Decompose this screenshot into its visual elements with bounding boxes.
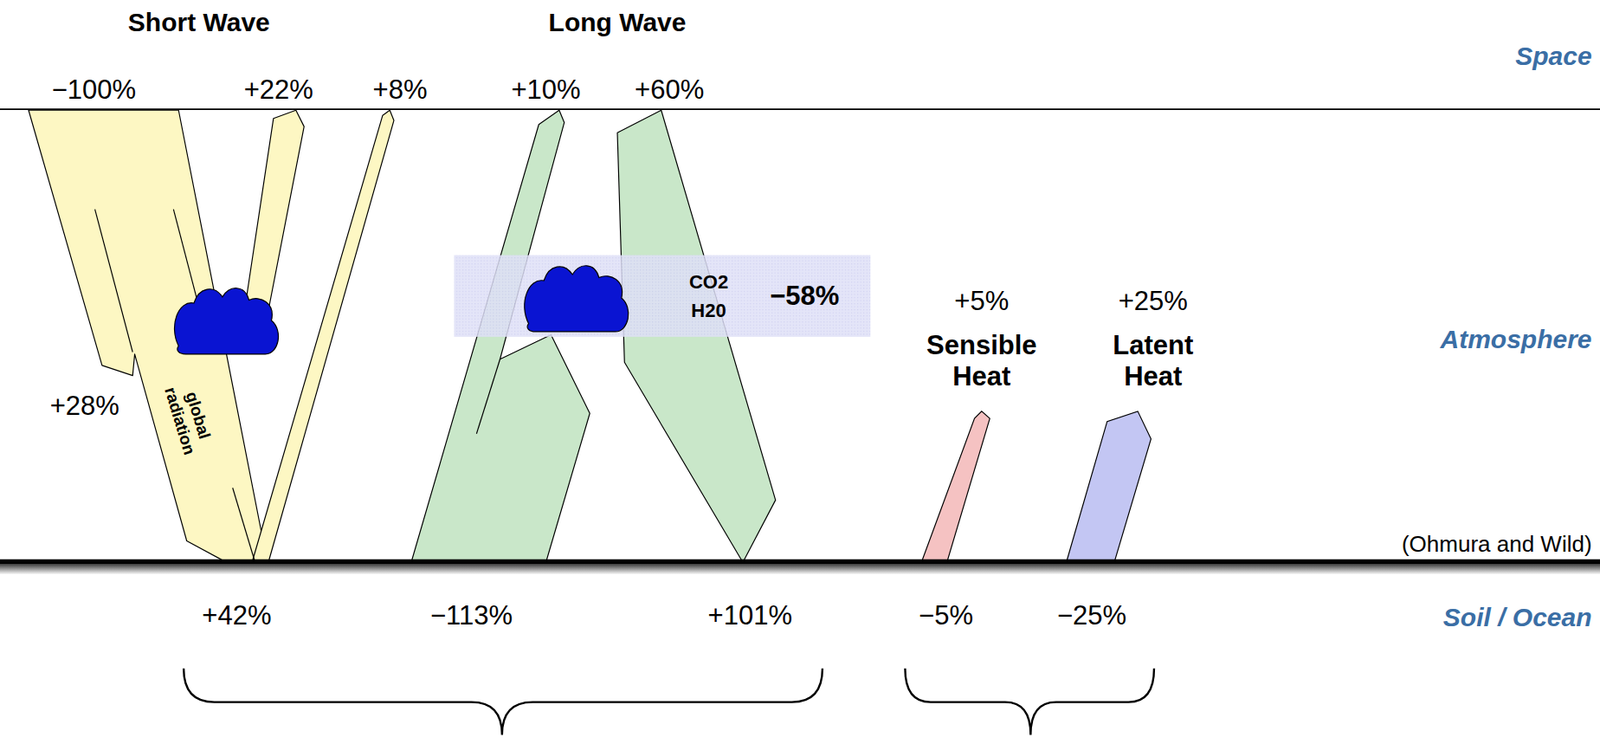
flux-value: +101%: [708, 600, 793, 632]
flux-value: +28%: [50, 390, 120, 422]
flux-value: +42%: [201, 600, 271, 632]
flux-value: −113%: [430, 600, 513, 632]
ground-shadow: [0, 564, 1600, 575]
layer-name: Atmosphere: [1440, 324, 1593, 355]
bracket: [904, 668, 1155, 736]
sensible-heat-arrow: [921, 411, 990, 562]
flux-value: −58%: [769, 281, 839, 311]
flux-name: Latent Heat: [1112, 330, 1194, 393]
flux-value: +25%: [1118, 285, 1188, 317]
bracket: [183, 668, 823, 736]
layer-name: Space: [1515, 41, 1592, 72]
layer-name: Soil / Ocean: [1443, 602, 1593, 633]
flux-value: +22%: [244, 74, 314, 106]
source-note: (Ohmura and Wild): [1401, 531, 1593, 558]
flow-line: [232, 487, 256, 562]
flow-line: [95, 209, 134, 353]
section-title: Long Wave: [548, 7, 687, 39]
flux-value: +60%: [634, 74, 704, 106]
flux-value: +5%: [954, 285, 1009, 317]
flux-value: +10%: [510, 74, 581, 106]
flux-value: +8%: [373, 74, 428, 106]
cloud-symbol: [524, 265, 629, 332]
flow-line: [476, 359, 500, 434]
ground-line: [0, 559, 1600, 565]
cloud-symbol: [174, 288, 279, 355]
latent-heat-arrow: [1066, 411, 1152, 562]
gas-names: CO2 H20: [689, 267, 729, 325]
flux-name: Sensible Heat: [926, 330, 1038, 393]
section-title: Short Wave: [128, 7, 271, 39]
flux-value: −100%: [51, 74, 136, 106]
flux-value: −5%: [918, 600, 974, 632]
flux-value: −25%: [1057, 600, 1127, 632]
greenhouse-band: [453, 255, 871, 337]
space-boundary: [0, 108, 1600, 110]
greenhouse-band: CO2 H20 −58%: [453, 255, 871, 337]
